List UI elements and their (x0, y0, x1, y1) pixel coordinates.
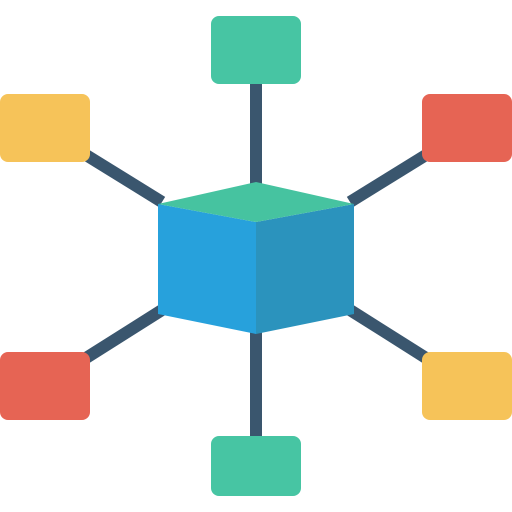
connector-upper-right (346, 149, 430, 208)
connector-upper-left (82, 149, 166, 208)
node-lower-left (0, 352, 90, 420)
central-cube (158, 182, 354, 334)
cube-right-face (256, 204, 354, 334)
cube-left-face (158, 204, 256, 334)
connectors (82, 84, 430, 436)
connector-lower-left (82, 304, 166, 364)
cube-top-face (158, 182, 354, 222)
node-upper-left (0, 94, 90, 162)
connector-lower-right (346, 304, 430, 364)
node-top (211, 16, 301, 84)
node-upper-right (422, 94, 512, 162)
nodes (0, 16, 512, 496)
node-bottom (211, 436, 301, 496)
node-lower-right (422, 352, 512, 420)
